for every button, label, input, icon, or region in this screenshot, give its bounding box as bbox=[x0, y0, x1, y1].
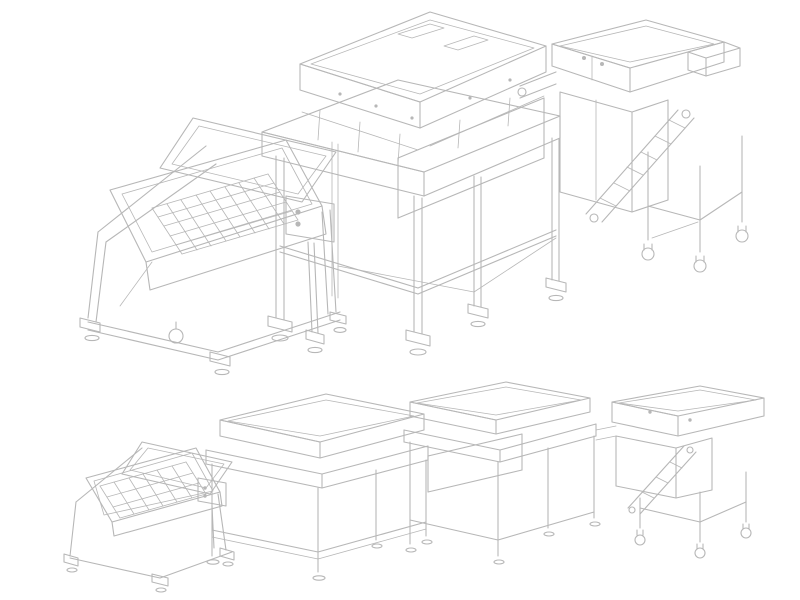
control-button bbox=[295, 209, 301, 215]
discharge-machine-head bbox=[551, 19, 741, 93]
caster-wheel bbox=[693, 255, 707, 273]
hopper-stand-frame bbox=[63, 447, 235, 593]
caster-wheel bbox=[735, 225, 749, 243]
discharge-machine bbox=[551, 19, 749, 273]
discharge-machine-small bbox=[611, 385, 765, 559]
caster-wheel bbox=[694, 543, 706, 559]
hopper-tub bbox=[109, 139, 327, 291]
hopper-stand-frame bbox=[79, 145, 347, 376]
caster-stand bbox=[634, 471, 752, 559]
figure-machine-line-large bbox=[79, 11, 749, 376]
lower-shelf-rails bbox=[409, 511, 595, 541]
discharge-machine-panel bbox=[559, 91, 669, 213]
incline-conveyor bbox=[627, 445, 697, 515]
hopper-basket-mesh bbox=[151, 173, 299, 255]
transfer-conveyor bbox=[517, 71, 557, 99]
machine-frame-legs bbox=[267, 137, 567, 356]
first-processing-machine bbox=[205, 393, 433, 581]
infeed-hopper bbox=[79, 117, 347, 376]
infeed-hopper-small bbox=[63, 441, 235, 593]
transfer-cabinet bbox=[427, 433, 523, 493]
hopper-basket-mesh bbox=[99, 461, 207, 519]
main-machine-lid bbox=[299, 11, 547, 129]
control-button bbox=[203, 494, 207, 498]
hopper-lid-panel bbox=[159, 117, 337, 203]
figure-machine-line-small bbox=[63, 381, 765, 593]
caster-wheel bbox=[634, 529, 646, 546]
discharge-machine-panel bbox=[615, 435, 713, 499]
lower-shelf-rails bbox=[279, 229, 557, 295]
caster-wheel bbox=[641, 243, 655, 261]
machine-legs bbox=[405, 435, 601, 565]
control-button bbox=[203, 486, 207, 490]
control-button bbox=[295, 221, 301, 227]
second-processing-machine bbox=[403, 381, 617, 565]
incline-conveyor bbox=[585, 109, 695, 223]
caster-wheel bbox=[740, 523, 752, 539]
lower-shelf-rails bbox=[211, 521, 427, 560]
machine-legs bbox=[206, 459, 433, 581]
hopper-control-box bbox=[285, 195, 335, 354]
caster-stand bbox=[641, 135, 749, 273]
